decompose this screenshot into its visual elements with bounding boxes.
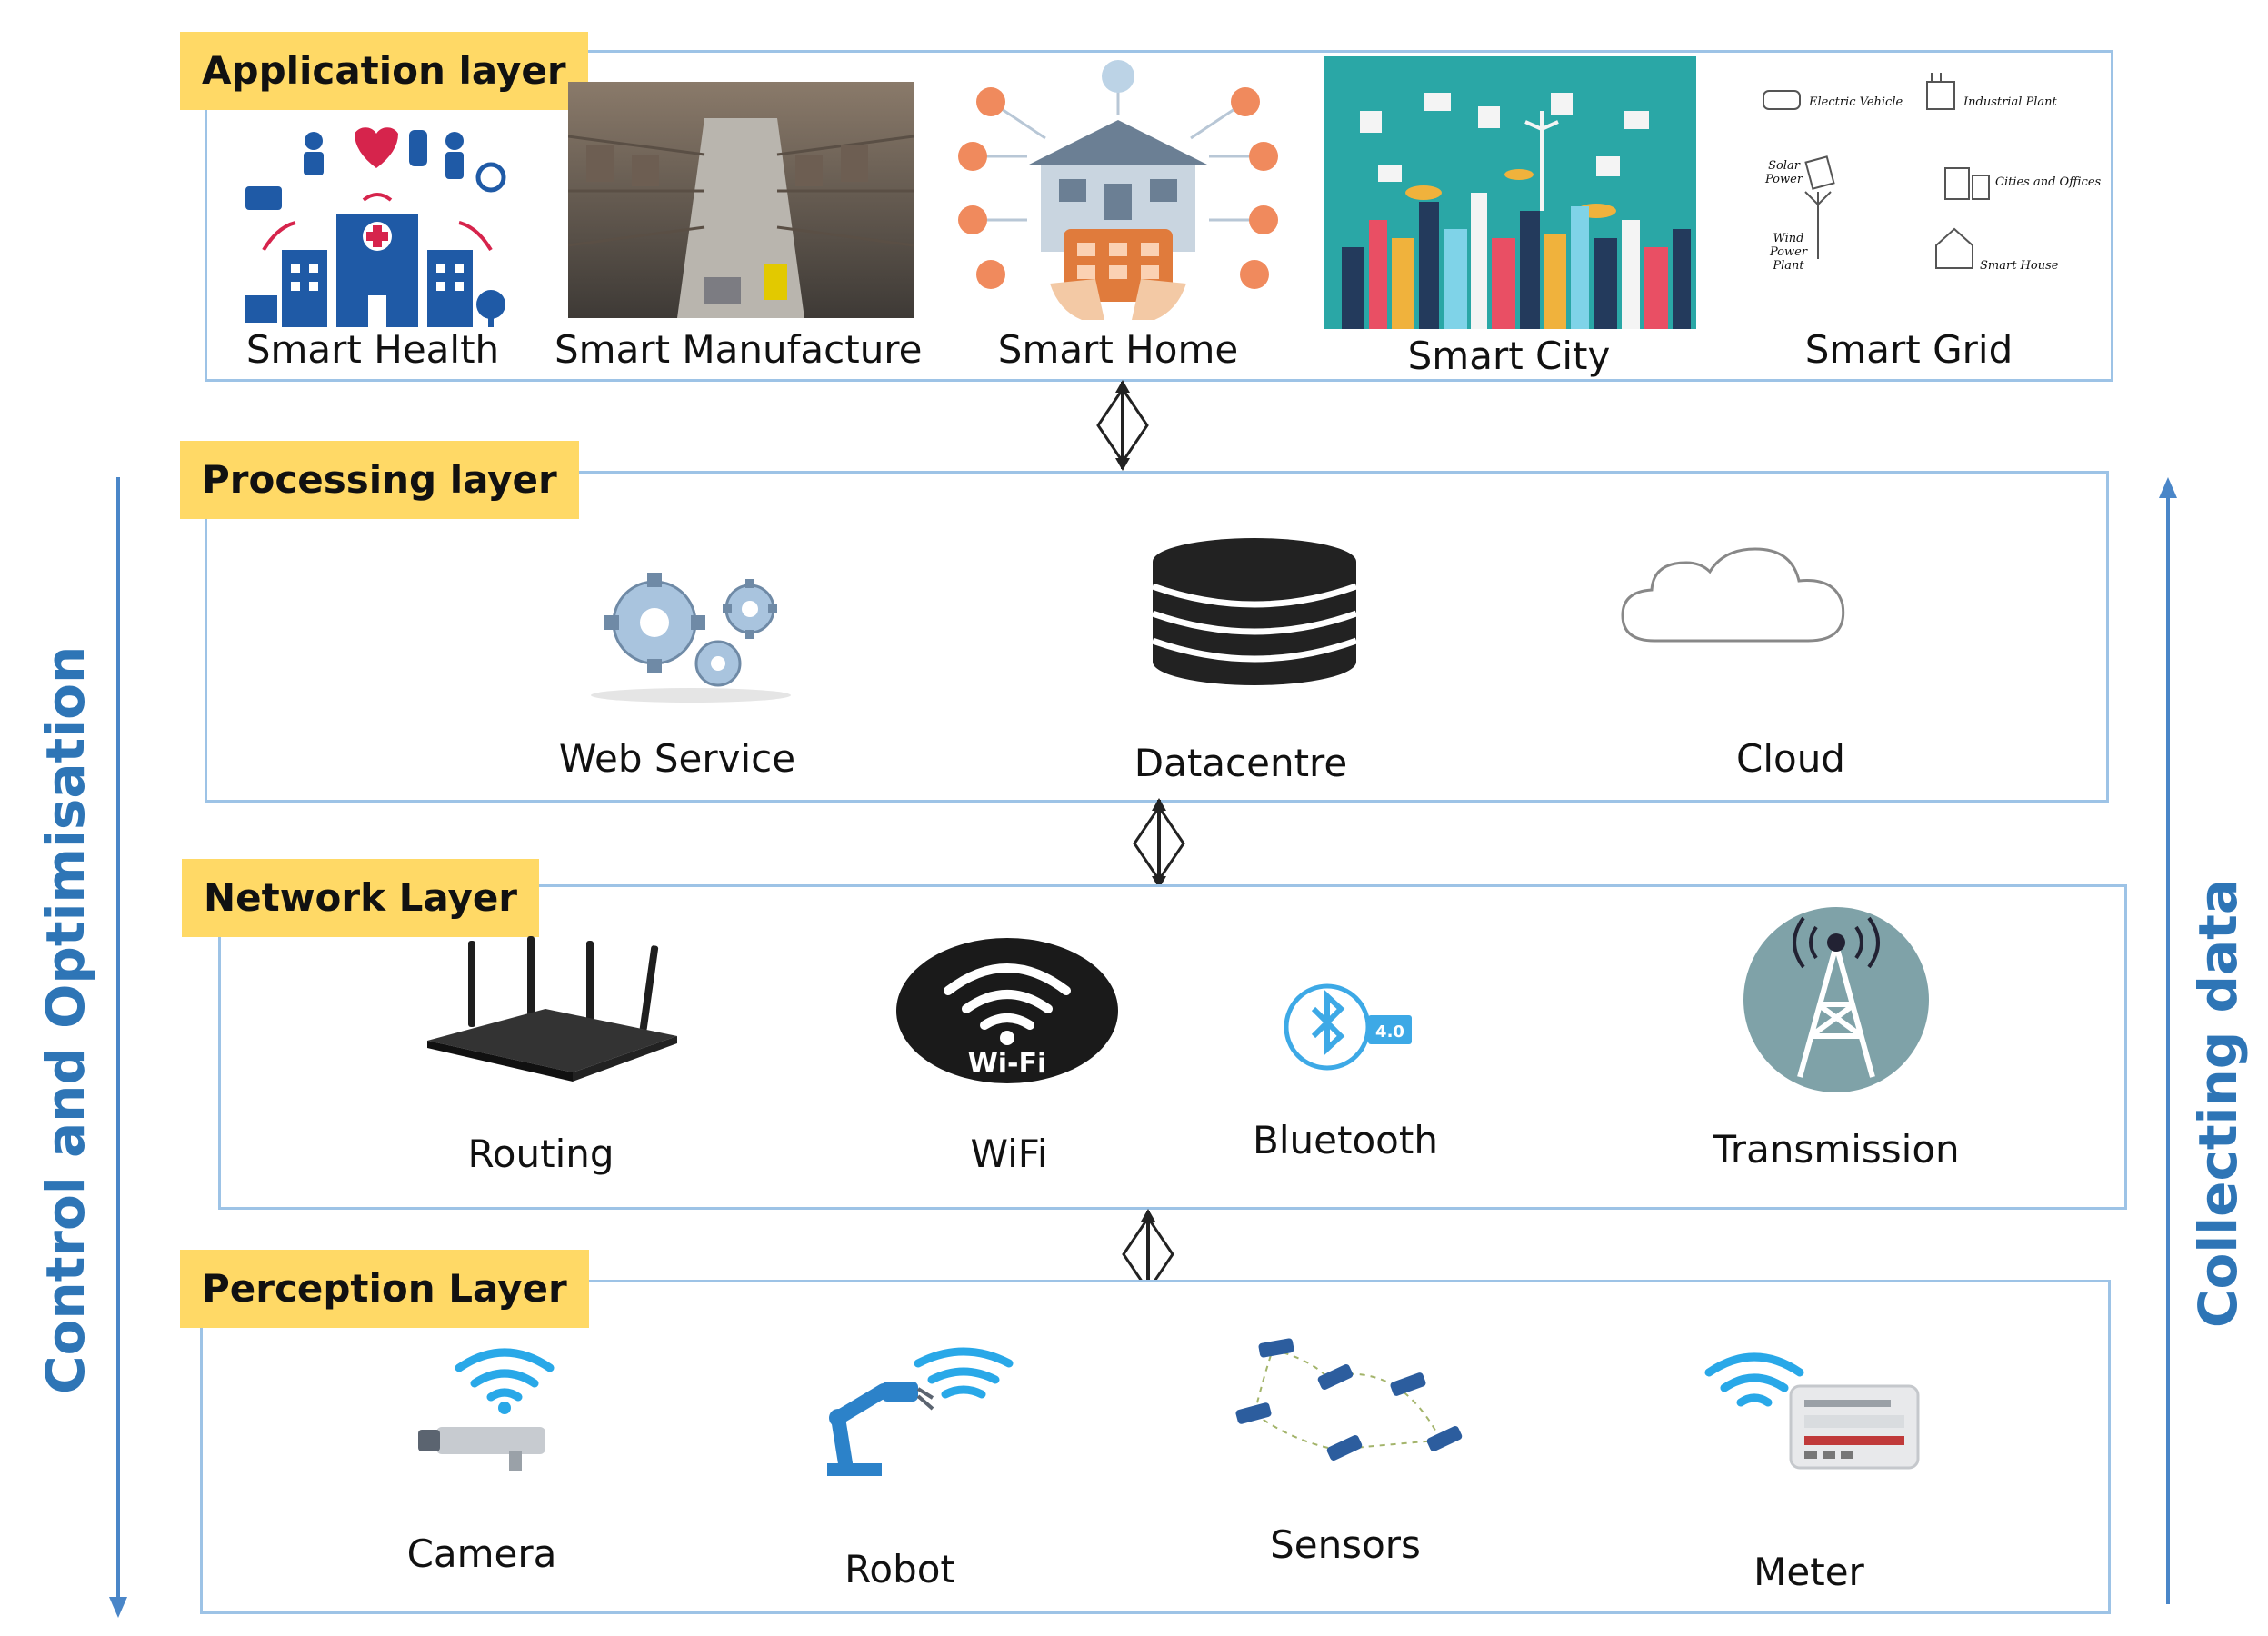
robot-item: Robot	[782, 1345, 1018, 1595]
application-layer-title: Application layer	[180, 32, 588, 110]
smart-home-item: Smart Home	[936, 56, 1300, 374]
bluetooth-badge: 4.0	[1375, 1022, 1404, 1042]
wifi-badge: Wi-Fi	[968, 1048, 1047, 1080]
camera-icon	[418, 1341, 573, 1477]
perception-layer-title: Perception Layer	[180, 1250, 589, 1328]
grid-label-cities: Cities and Offices	[1995, 175, 2102, 189]
routing-item: Routing	[400, 936, 682, 1200]
network-layer-title: Network Layer	[182, 859, 540, 937]
smart-home-icon	[954, 56, 1282, 329]
collecting-data-label: Collecting data	[2187, 878, 2249, 1329]
gears-icon	[582, 559, 800, 704]
datacentre-item: Datacentre	[1082, 536, 1400, 800]
sensors-label: Sensors	[1270, 1522, 1421, 1567]
datacentre-label: Datacentre	[1134, 741, 1348, 785]
smart-city-item: Smart City	[1318, 56, 1700, 384]
smart-home-label: Smart Home	[997, 327, 1239, 372]
smart-city-label: Smart City	[1407, 334, 1611, 378]
grid-label-solar: Solar Power	[1764, 159, 1803, 186]
bluetooth-label: Bluetooth	[1253, 1118, 1438, 1162]
smart-meter-icon	[1691, 1332, 1927, 1477]
bidirectional-arrow-2	[1127, 798, 1191, 889]
smart-grid-diagram: Electric Vehicle Industrial Plant Solar …	[1745, 68, 2101, 314]
smart-manufacture-item: Smart Manufacture	[555, 77, 923, 382]
smart-health-label: Smart Health	[245, 327, 500, 372]
router-icon	[418, 936, 682, 1082]
routing-label: Routing	[467, 1132, 614, 1176]
bluetooth-item: 4.0 Bluetooth	[1236, 977, 1454, 1177]
wifi-label: WiFi	[970, 1132, 1048, 1176]
camera-label: Camera	[406, 1531, 557, 1576]
control-optimisation-label: Control and Optimisation	[35, 645, 96, 1394]
smart-grid-item: Electric Vehicle Industrial Plant Solar …	[1727, 68, 2101, 382]
sensors-item: Sensors	[1182, 1322, 1509, 1586]
meter-item: Meter	[1673, 1332, 1945, 1600]
robot-label: Robot	[844, 1547, 955, 1591]
warehouse-photo	[568, 82, 914, 318]
grid-label-house: Smart House	[1980, 259, 2059, 273]
smart-health-item: Smart Health	[214, 114, 532, 377]
processing-layer-title: Processing layer	[180, 441, 579, 519]
web-service-label: Web Service	[558, 736, 796, 781]
collecting-arrow	[2150, 477, 2186, 1604]
robot-arm-icon	[800, 1345, 1018, 1481]
meter-label: Meter	[1753, 1550, 1864, 1594]
grid-label-wind: Wind Power Plant	[1769, 232, 1808, 273]
wifi-item: Wi-Fi WiFi	[873, 936, 1145, 1200]
bluetooth-icon: 4.0	[1282, 977, 1418, 1077]
control-arrow	[100, 477, 136, 1618]
sensor-network-icon	[1200, 1322, 1491, 1477]
smart-manufacture-label: Smart Manufacture	[555, 327, 923, 372]
cloud-item: Cloud	[1618, 545, 1963, 800]
cloud-label: Cloud	[1736, 736, 1845, 781]
grid-label-industrial: Industrial Plant	[1963, 95, 2057, 109]
grid-label-ev: Electric Vehicle	[1809, 95, 1903, 109]
transmission-item: Transmission	[1700, 904, 1973, 1200]
transmission-tower-icon	[1736, 904, 1936, 1095]
bidirectional-arrow-1	[1091, 380, 1154, 471]
camera-item: Camera	[364, 1332, 600, 1586]
database-icon	[1150, 536, 1359, 691]
wifi-icon: Wi-Fi	[894, 936, 1121, 1086]
cloud-icon	[1618, 545, 1863, 654]
transmission-label: Transmission	[1713, 1127, 1960, 1172]
hospital-icon	[227, 114, 527, 332]
web-service-item: Web Service	[536, 545, 818, 800]
smart-grid-label: Smart Grid	[1804, 327, 2013, 372]
smart-city-illustration	[1324, 56, 1696, 329]
